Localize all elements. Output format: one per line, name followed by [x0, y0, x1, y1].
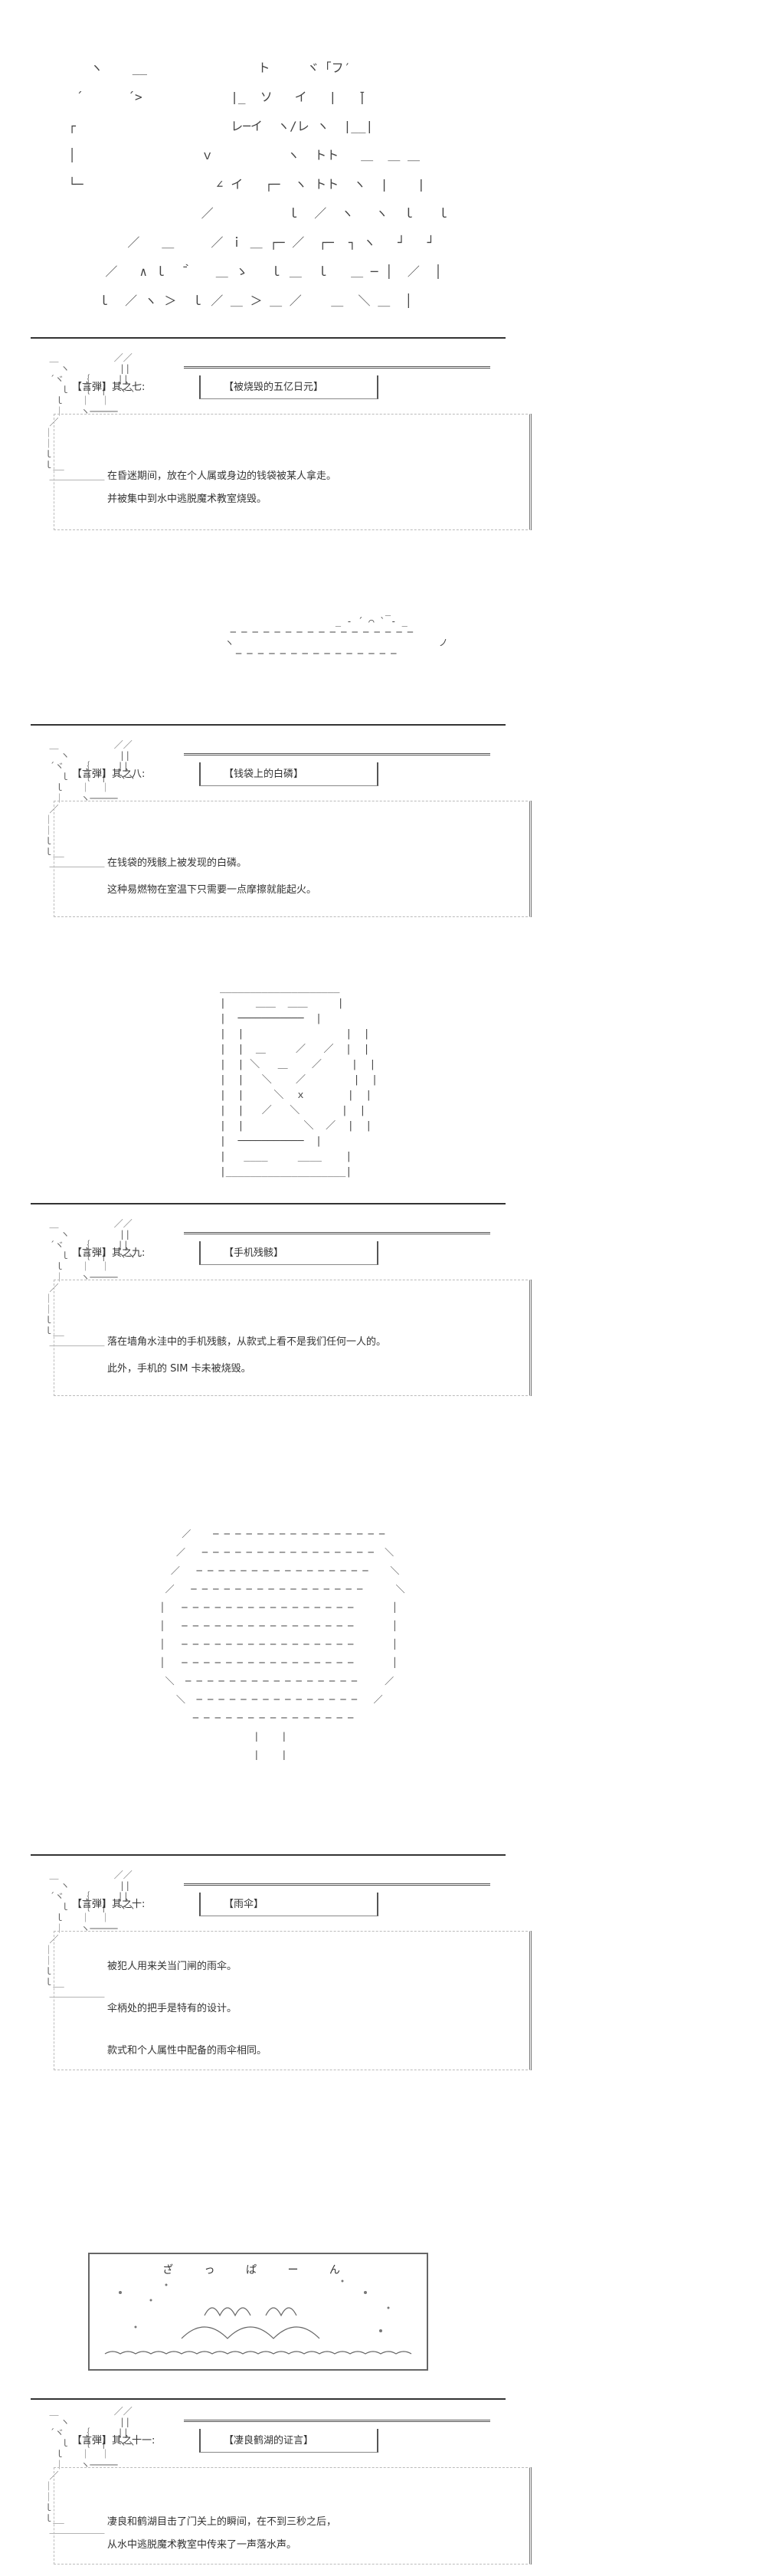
evidence-tag: 【言弾】其之八: [72, 769, 146, 780]
separator [31, 1203, 506, 1204]
evidence-line: 从水中逃脱魔术教室中传来了一声落水声。 [107, 2539, 297, 2551]
splash-art [104, 2279, 412, 2355]
evidence-title: 【钱袋上的白磷】 [224, 769, 304, 780]
evidence-line: 此外，手机的 SIM 卡未被烧毁。 [107, 1363, 251, 1375]
evidence-line: 在钱袋的残骸上被发现的白磷。 [107, 857, 247, 869]
ascii-art-hat: _ _ - ´ ⌒ ` - _ ─ ─ ─ ─ ─ ─ ─ ─ ─ ─ ─ ─ … [224, 605, 448, 659]
evidence-line: 落在墙角水洼中的手机残骸，从款式上看不是我们任何一人的。 [107, 1336, 387, 1348]
evidence-line: 伞柄处的把手是特有的设计。 [107, 2003, 237, 2014]
separator [31, 1854, 506, 1856]
evidence-line: 在昏迷期间，放在个人属或身边的钱袋被某人拿走。 [107, 470, 337, 482]
evidence-tag: 【言弾】其之十: [72, 1899, 146, 1910]
evidence-line: 凄良和鹤湖目击了门关上的瞬间，在不到三秒之后， [107, 2516, 337, 2528]
evidence-line: 并被集中到水中逃脱魔术教室烧毁。 [107, 493, 267, 505]
evidence-panel-7: ＿ ／／ ヽ || ´ヾ ｛ || ｌ ｛ │ ヽヽ ｌ ｜ ｜ ｜ ヽ────… [38, 352, 544, 552]
evidence-panel-9: ＿ ／／ ヽ || ´ヾ ｛ || ｌ ｛ │ ヽヽ ｌ ｜ ｜ ｜ ヽ────… [38, 1218, 544, 1417]
evidence-body-box [54, 414, 532, 530]
evidence-body-box [54, 2467, 532, 2565]
title-box-outer [184, 366, 490, 408]
title-box-outer [184, 1232, 490, 1274]
evidence-body-box [54, 1280, 532, 1396]
ascii-art-top: ヽ __ ト ヾ「フ′ ´ ´> |_ ソ イ | ̄| ┌ レ─イ ヽ/レ ヽ… [68, 61, 450, 308]
splash-banner: ざ っ ぱ ー ん [88, 2253, 428, 2371]
title-box-inner [199, 1241, 378, 1265]
title-box-outer [184, 2420, 490, 2462]
title-box-outer [184, 1883, 490, 1925]
frame-decoration: ＿ ／／ ヽ || ´ヾ ｛ || ｌ ｛ │ ヽヽ ｌ ｜ ｜ ｜ ヽ────… [44, 1870, 136, 1998]
evidence-panel-11: ＿ ／／ ヽ || ´ヾ ｛ || ｌ ｛ │ ヽヽ ｌ ｜ ｜ ｜ ヽ────… [38, 2406, 544, 2571]
evidence-title: 【雨伞】 [224, 1899, 264, 1910]
evidence-panel-8: ＿ ／／ ヽ || ´ヾ ｛ || ｌ ｛ │ ヽヽ ｌ ｜ ｜ ｜ ヽ────… [38, 739, 544, 939]
separator [31, 2398, 506, 2400]
evidence-body-box [54, 1931, 532, 2070]
evidence-tag: 【言弾】其之九: [72, 1247, 146, 1259]
splash-text: ざ っ ぱ ー ん [162, 2264, 354, 2276]
evidence-tag: 【言弾】其之七: [72, 382, 146, 393]
evidence-body-box [54, 801, 532, 917]
frame-decoration: ＿ ／／ ヽ || ´ヾ ｛ || ｌ ｛ │ ヽヽ ｌ ｜ ｜ ｜ ヽ────… [44, 352, 136, 481]
evidence-line: 款式和个人属性中配备的雨伞相同。 [107, 2045, 267, 2057]
title-box-inner [199, 375, 378, 399]
separator [31, 724, 506, 726]
title-box-inner [199, 762, 378, 786]
ascii-art-phone: ____________________ | ＿＿ ＿＿ | | ───────… [219, 982, 378, 1178]
evidence-tag: 【言弾】其之十一: [72, 2435, 155, 2447]
separator [31, 337, 506, 339]
title-box-inner [199, 1893, 378, 1916]
title-box-inner [199, 2429, 378, 2453]
evidence-title: 【手机残骸】 [224, 1247, 284, 1259]
evidence-title: 【凄良鹤湖的证言】 [224, 2435, 314, 2447]
ascii-art-umbrella: ／ ─ ─ ─ ─ ─ ─ ─ ─ ─ ─ ─ ─ ─ ─ ─ ─ ／ ─ ─ … [159, 1529, 405, 1760]
evidence-title: 【被烧毁的五亿日元】 [224, 382, 324, 393]
title-box-outer [184, 753, 490, 795]
frame-decoration: ＿ ／／ ヽ || ´ヾ ｛ || ｌ ｛ │ ヽヽ ｌ ｜ ｜ ｜ ヽ────… [44, 1218, 136, 1347]
evidence-line: 这种易燃物在室温下只需要一点摩擦就能起火。 [107, 884, 317, 896]
evidence-panel-10: ＿ ／／ ヽ || ´ヾ ｛ || ｌ ｛ │ ヽヽ ｌ ｜ ｜ ｜ ヽ────… [38, 1870, 544, 2092]
evidence-line: 被犯人用来关当门闸的雨伞。 [107, 1961, 237, 1972]
